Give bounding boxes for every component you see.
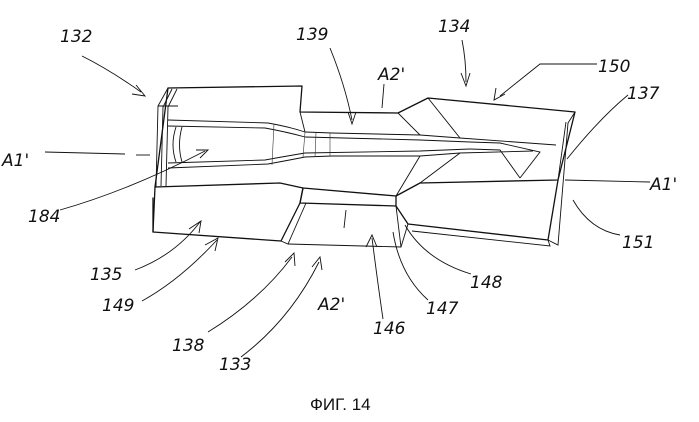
label-a2-bottom: A2' bbox=[317, 295, 345, 315]
label-139: 139 bbox=[296, 25, 328, 45]
block-front-face bbox=[153, 112, 575, 247]
label-151: 151 bbox=[622, 233, 654, 253]
label-a1-right: A1' bbox=[649, 175, 677, 195]
label-148: 148 bbox=[470, 273, 503, 293]
label-150: 150 bbox=[598, 57, 630, 77]
label-184: 184 bbox=[28, 207, 60, 227]
label-a2-top: A2' bbox=[377, 65, 405, 85]
label-134: 134 bbox=[438, 17, 470, 37]
left-end-detail bbox=[156, 88, 178, 187]
label-146: 146 bbox=[373, 319, 406, 339]
label-a1-left: A1' bbox=[1, 151, 29, 171]
label-133: 133 bbox=[219, 355, 251, 375]
label-137: 137 bbox=[627, 84, 660, 104]
label-149: 149 bbox=[102, 296, 134, 316]
label-135: 135 bbox=[90, 265, 122, 285]
block-top-face bbox=[155, 86, 575, 196]
figure-caption: ФИГ. 14 bbox=[310, 395, 371, 414]
label-147: 147 bbox=[426, 299, 459, 319]
label-138: 138 bbox=[172, 336, 205, 356]
label-132: 132 bbox=[60, 27, 92, 47]
